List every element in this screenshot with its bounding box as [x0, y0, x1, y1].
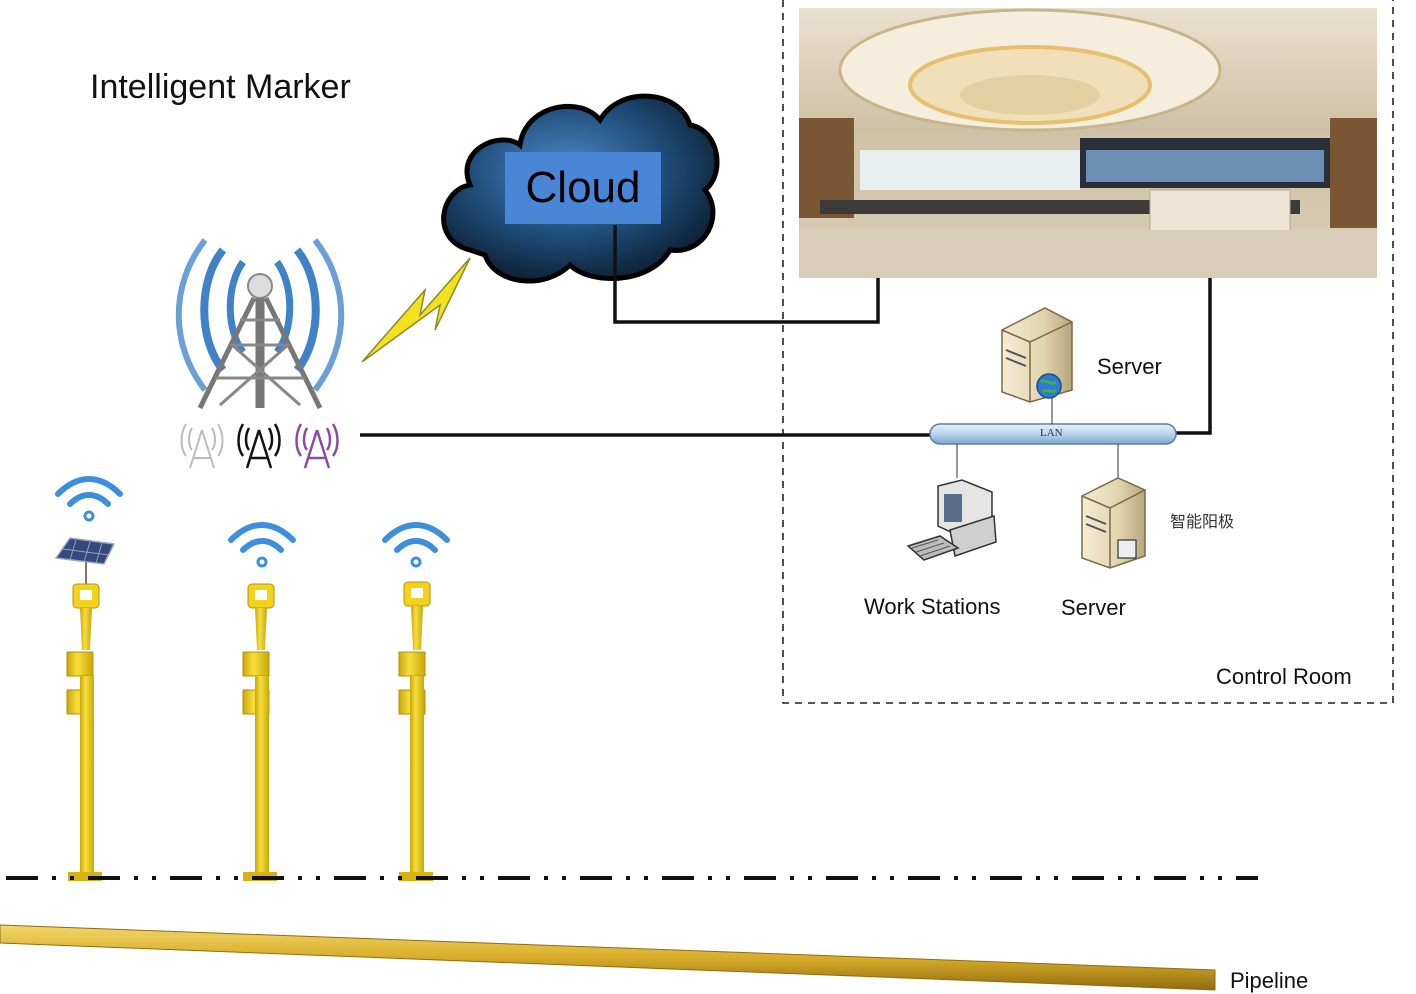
chinese-fragment-label: 智能阳极: [1170, 512, 1235, 531]
server-top-icon: [1001, 307, 1073, 424]
antenna-purple-icon: [295, 423, 339, 469]
wifi-icon: [382, 522, 450, 568]
server-bottom-label: Server: [1061, 595, 1126, 620]
wifi-icon: [228, 522, 296, 568]
pipeline-label: Pipeline: [1230, 968, 1309, 993]
workstation-icon: [906, 444, 997, 561]
cell-tower-icon: [175, 238, 345, 410]
server-bottom-icon: [1081, 444, 1146, 569]
control-room-boundary: [782, 0, 1394, 704]
marker-3: [382, 522, 450, 881]
wifi-icon: [55, 476, 123, 522]
workstations-label: Work Stations: [864, 594, 1001, 619]
marker-pole: [66, 583, 102, 881]
cloud-label: Cloud: [505, 152, 661, 224]
lan-label: LAN: [1040, 427, 1063, 439]
control-room-label: Control Room: [1216, 664, 1352, 689]
marker-1: [54, 476, 123, 881]
diagram-title: Intelligent Marker: [90, 68, 351, 106]
photo-lan-line: [1176, 278, 1212, 435]
marker-2: [228, 522, 296, 881]
marker-pole: [242, 583, 277, 881]
pipeline-shape: [0, 924, 1216, 991]
antenna-black-icon: [237, 423, 281, 469]
lan-bus: [929, 423, 1177, 445]
lightning-icon: [361, 257, 471, 363]
control-room-photo: [799, 8, 1377, 278]
marker-pole: [398, 581, 433, 881]
solar-panel-icon: [54, 537, 116, 585]
antenna-gray-icon: [180, 423, 224, 469]
cloud-link-line: [613, 225, 880, 324]
server-top-label: Server: [1097, 354, 1162, 379]
